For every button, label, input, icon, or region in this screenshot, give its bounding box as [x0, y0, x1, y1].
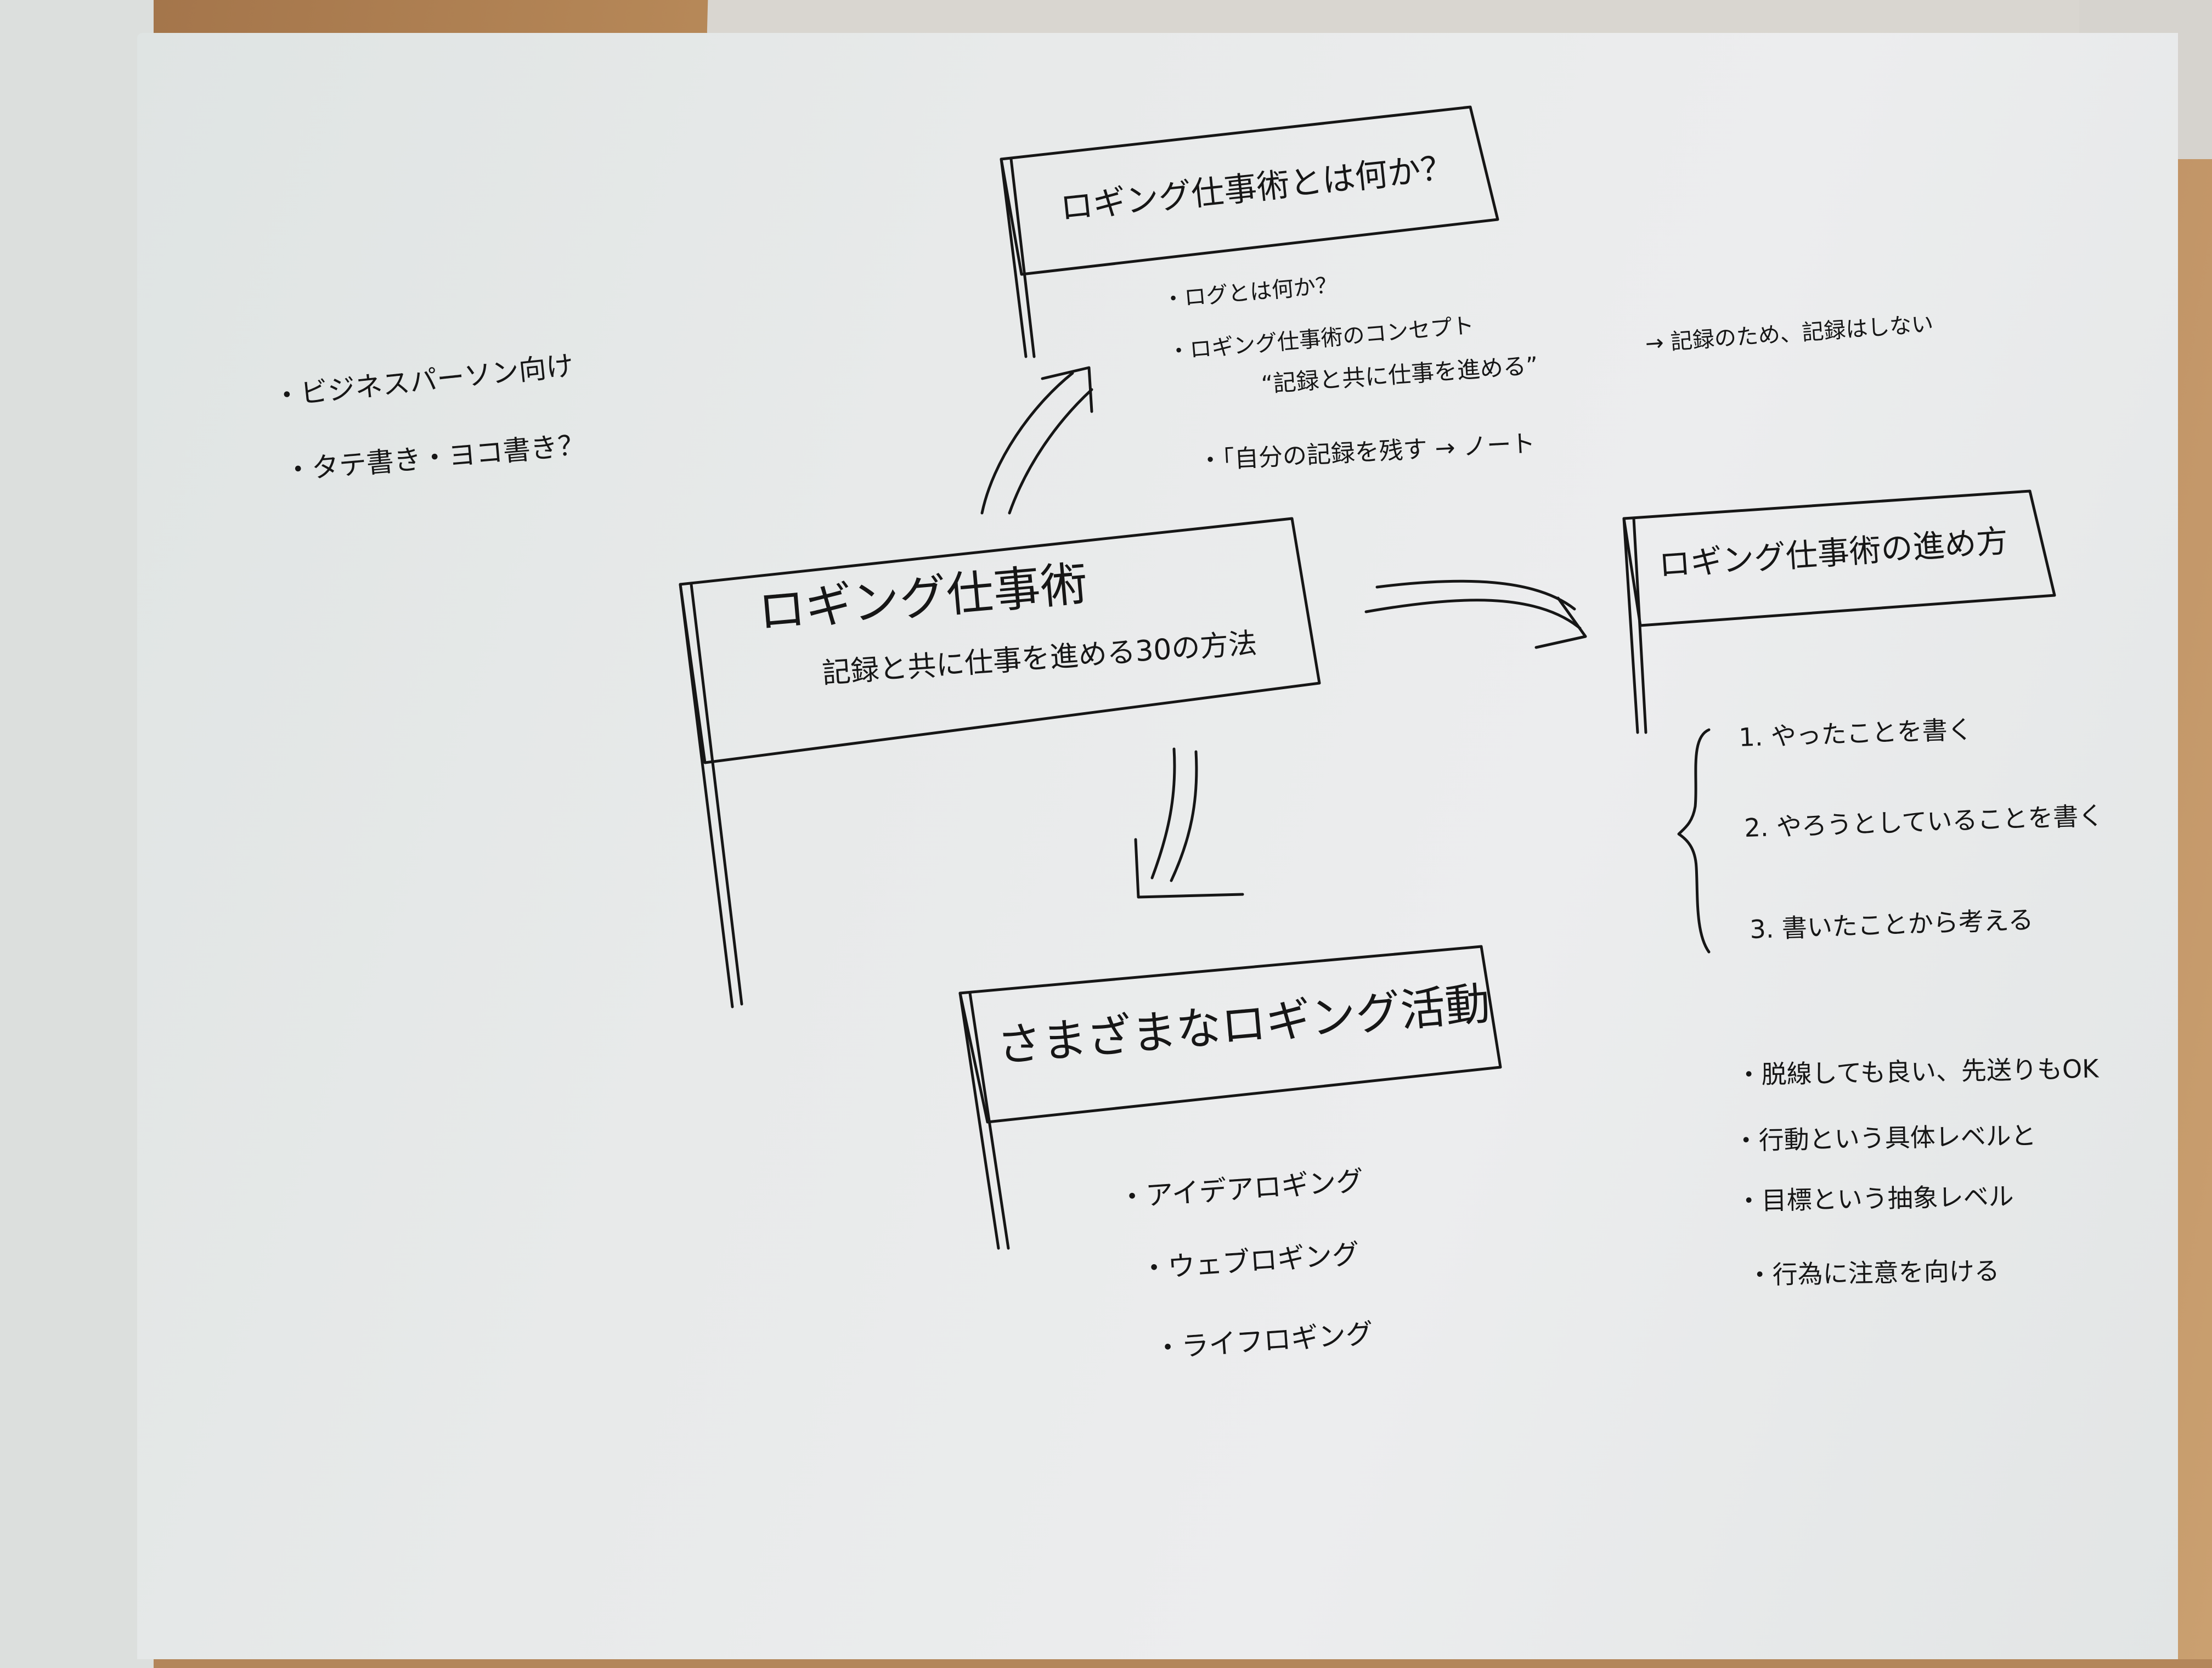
sketch-paper	[137, 33, 2178, 1659]
right-flag-pole-inner	[1632, 517, 1647, 734]
bottom-flag-banner	[958, 945, 1502, 1124]
step-2: 2. やろうとしていることを書く	[1743, 801, 2104, 843]
side-notes: ・ビジネスパーソン向け ・タテ書き・ヨコ書き？	[272, 350, 586, 487]
arrow-right	[1364, 579, 1587, 649]
bottom-item-3: ・ライフロギング	[1153, 1317, 1374, 1365]
top-node-text: ロギング仕事術とは何か？ ・ログとは何か？ ・ロギング仕事術のコンセプト “記録…	[1058, 148, 1934, 475]
top-item-3: “記録と共に仕事を進める”	[1260, 352, 1539, 398]
step-3: 3. 書いたことから考える	[1749, 905, 2034, 944]
bottom-node-text: さまざまなロギング活動 ・アイデアロギング ・ウェブロギング ・ライフロギング	[995, 978, 1492, 1365]
steps-bracket	[1677, 728, 1711, 954]
bottom-flag-pole	[958, 991, 1000, 1250]
central-flag-pole-inner	[690, 583, 743, 1006]
central-title: ロギング仕事術	[756, 556, 1090, 640]
bottom-item-1: ・アイデアロギング	[1118, 1165, 1364, 1214]
top-item-2: ・ロギング仕事術のコンセプト	[1167, 313, 1475, 365]
bottom-item-2: ・ウェブロギング	[1139, 1238, 1361, 1285]
central-flag	[679, 517, 1321, 1008]
central-flag-pole	[679, 583, 734, 1008]
top-item-1: ・ログとは何か？	[1161, 272, 1339, 313]
bottom-flag	[958, 945, 1502, 1250]
right-note-1: ・脱線しても良い、先送りもOK	[1736, 1053, 2100, 1090]
arrow-up	[980, 366, 1093, 515]
top-flag-banner	[1000, 105, 1499, 276]
right-note-3: ・目標という抽象レベル	[1736, 1181, 2014, 1216]
top-item-4: ・「自分の記録を残す → ノート	[1198, 430, 1536, 475]
central-subtitle: 記録と共に仕事を進める30の方法	[821, 627, 1258, 690]
bottom-title: さまざまなロギング活動	[995, 978, 1492, 1073]
side-note-1: ・ビジネスパーソン向け	[272, 350, 575, 413]
right-node-text: ロギング仕事術の進め方 1. やったことを書く 2. やろうとしていることを書く…	[1657, 522, 2104, 1290]
central-flag-text: ロギング仕事術 記録と共に仕事を進める30の方法	[756, 556, 1258, 690]
right-title: ロギング仕事術の進め方	[1657, 522, 2009, 584]
top-flag	[1000, 105, 1499, 358]
top-title: ロギング仕事術とは何か？	[1058, 148, 1455, 228]
central-flag-banner	[679, 517, 1321, 764]
right-note-4: ・行為に注意を向ける	[1747, 1256, 2000, 1290]
bottom-flag-pole-inner	[968, 991, 1010, 1250]
step-1: 1. やったことを書く	[1738, 714, 1973, 752]
top-flag-pole	[1000, 157, 1028, 358]
right-flag-banner	[1622, 489, 2056, 627]
notebook-left-page	[0, 0, 154, 1668]
right-flag-pole	[1622, 517, 1639, 734]
right-flag	[1622, 489, 2056, 734]
arrow-down	[1134, 747, 1244, 899]
side-note-2: ・タテ書き・ヨコ書き？	[283, 429, 586, 487]
top-item-arrow-note: → 記録のため、記録はしない	[1644, 311, 1934, 357]
right-note-2: ・行動という具体レベルと	[1733, 1120, 2036, 1156]
top-flag-pole-inner	[1009, 157, 1036, 358]
